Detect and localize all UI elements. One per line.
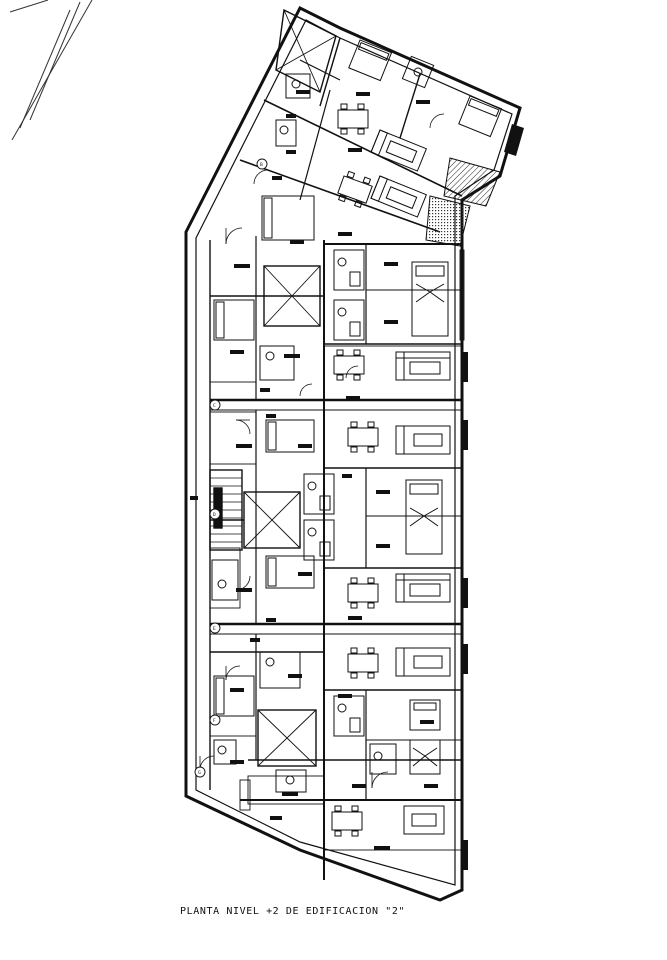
core-shafts xyxy=(209,8,337,767)
plan-caption: PLANTA NIVEL +2 DE EDIFICACION "2" xyxy=(180,906,406,917)
dining-furniture xyxy=(331,103,379,837)
bed-furniture xyxy=(213,39,503,775)
structure-walls xyxy=(210,37,463,880)
building-outline xyxy=(184,5,522,902)
grid-marker-f: F xyxy=(213,718,216,724)
interior-partitions xyxy=(209,249,465,851)
grid-marker-labels: B C D E F G xyxy=(198,162,263,776)
grid-marker-e: E xyxy=(213,626,216,632)
grid-marker-b: B xyxy=(260,162,263,168)
grid-marker-d: D xyxy=(213,512,216,518)
grid-marker-c: C xyxy=(213,403,216,409)
scan-marks xyxy=(9,0,93,141)
room-tags xyxy=(190,90,438,850)
terrace-hatching xyxy=(425,157,501,247)
grid-marker-g: G xyxy=(198,770,201,776)
door-swings xyxy=(199,113,445,789)
sofa-furniture xyxy=(370,129,451,835)
facade-balconies xyxy=(462,124,524,870)
grid-markers xyxy=(194,158,268,778)
